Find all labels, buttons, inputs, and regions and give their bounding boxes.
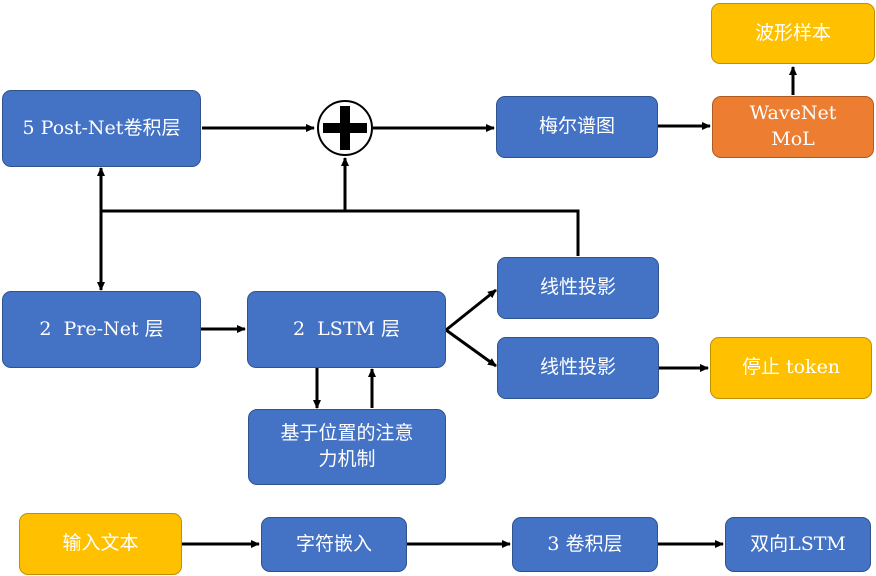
add-operator-icon	[317, 100, 373, 156]
linear-projection-top-node: 线性投影	[497, 257, 659, 319]
char-embedding-node: 字符嵌入	[261, 517, 407, 572]
attention-label: 基于位置的注意 力机制	[280, 421, 413, 472]
stop-token-node: 停止 token	[710, 337, 872, 399]
linear-projection-bottom-node: 线性投影	[497, 337, 659, 399]
wavenet-mol-label: WaveNet MoL	[750, 101, 837, 152]
wavenet-mol-line1: WaveNet	[749, 102, 837, 125]
prenet-label: 2 Pre-Net 层	[39, 317, 164, 340]
edge-bus	[101, 209, 580, 256]
attention-node: 基于位置的注意 力机制	[248, 409, 446, 485]
bilstm-label: 双向LSTM	[750, 532, 846, 555]
edge-lstm-to-proj-bottom	[445, 328, 497, 368]
wavenet-mol-line2: MoL	[771, 128, 815, 150]
waveform-samples-label: 波形样本	[754, 21, 831, 44]
edge-lstm-to-proj-top	[445, 288, 497, 332]
char-embedding-label: 字符嵌入	[295, 532, 372, 555]
attention-line2: 力机制	[318, 448, 376, 470]
lstm-node: 2 LSTM 层	[247, 291, 446, 368]
postnet-conv-label: 5 Post-Net卷积层	[22, 116, 181, 139]
conv-layers-node: 3 卷积层	[512, 517, 658, 572]
input-text-label: 输入文本	[62, 532, 139, 555]
lstm-label: 2 LSTM 层	[293, 317, 400, 340]
conv-layers-label: 3 卷积层	[547, 532, 623, 555]
attention-line1: 基于位置的注意	[280, 422, 414, 445]
linear-projection-top-label: 线性投影	[539, 276, 616, 299]
prenet-node: 2 Pre-Net 层	[2, 291, 201, 368]
waveform-samples-node: 波形样本	[711, 3, 875, 64]
linear-projection-bottom-label: 线性投影	[539, 356, 616, 379]
input-text-node: 输入文本	[19, 513, 182, 575]
bilstm-node: 双向LSTM	[725, 517, 871, 572]
stop-token-label: 停止 token	[741, 356, 841, 379]
mel-spectrogram-label: 梅尔谱图	[538, 115, 615, 138]
mel-spectrogram-node: 梅尔谱图	[496, 96, 658, 158]
wavenet-mol-node: WaveNet MoL	[712, 96, 874, 158]
postnet-conv-node: 5 Post-Net卷积层	[2, 90, 201, 167]
